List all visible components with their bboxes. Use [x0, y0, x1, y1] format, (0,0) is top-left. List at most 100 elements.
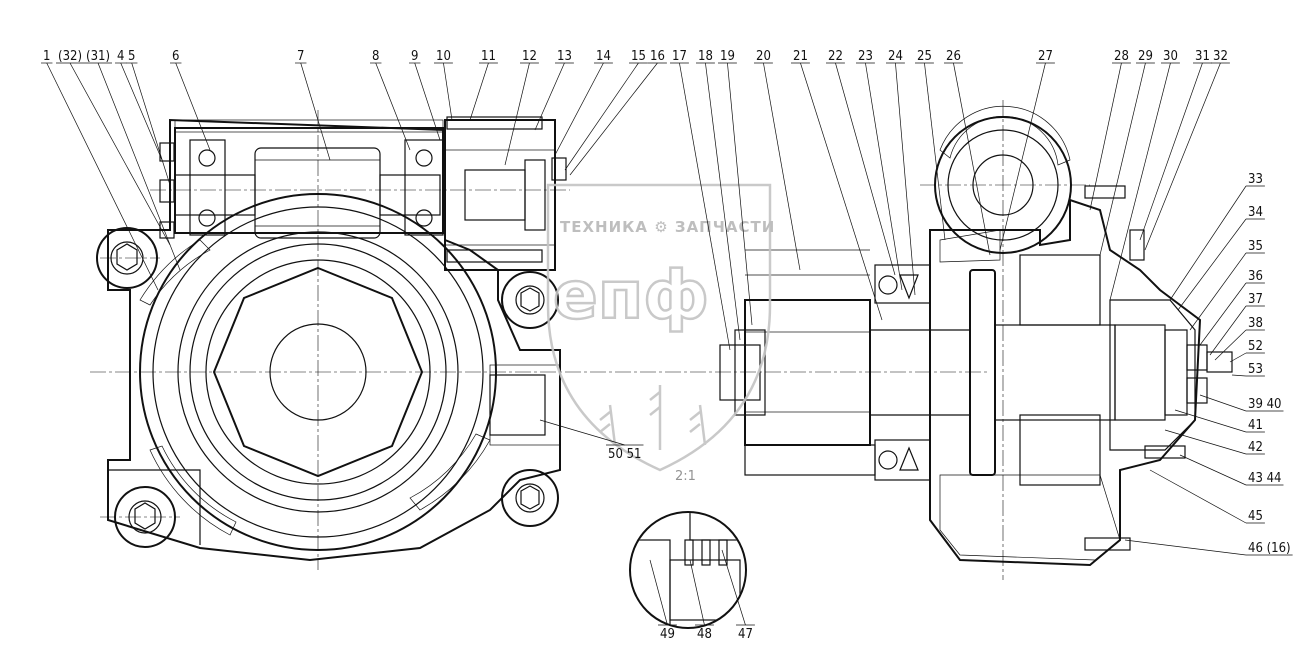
callout-c35: 35	[1189, 239, 1265, 331]
callout-label: 14	[596, 49, 611, 64]
callout-leader	[375, 62, 411, 151]
callout-label: 26	[946, 49, 961, 64]
callout-c37: 37	[1209, 292, 1265, 356]
callout-label: 7	[297, 49, 304, 64]
callout-c3940: 39 40	[1199, 394, 1284, 412]
callout-label: 33	[1248, 172, 1263, 187]
callout-leader	[763, 62, 801, 271]
callout-label: 16	[650, 49, 665, 64]
callout-label: 25	[917, 49, 932, 64]
callout-c1: 1	[41, 49, 159, 291]
callout-c6: 6	[170, 49, 211, 151]
callout-c45: 45	[1149, 469, 1265, 524]
callout-label: 18	[698, 49, 713, 64]
callout-label: 30	[1163, 49, 1178, 64]
callout-label: 36	[1248, 269, 1263, 284]
callout-label: 49	[660, 627, 675, 642]
callout-leader	[800, 62, 883, 321]
callout-c41: 41	[1174, 409, 1265, 433]
watermark-brand: ТЕХНИКА ⚙ ЗАПЧАСТИ	[560, 218, 775, 236]
callout-c15: 15	[564, 49, 648, 171]
callout-label: 17	[672, 49, 687, 64]
callout-c31: 31	[1139, 49, 1212, 241]
callout-c32: 32	[1144, 49, 1230, 251]
callout-c24: 24	[886, 49, 916, 296]
callout-label: 38	[1248, 316, 1263, 331]
callout-label: 43 44	[1248, 471, 1281, 486]
callout-c13: 13	[534, 49, 574, 131]
callout-c52: 52	[1229, 339, 1265, 363]
callout-label: (32)	[58, 49, 82, 64]
callout-c26: 26	[944, 49, 991, 256]
callout-leader	[469, 62, 489, 121]
callout-label: 8	[372, 49, 379, 64]
callout-leader	[1089, 62, 1122, 211]
callout-c23: 23	[856, 49, 903, 291]
callout-c34: 34	[1177, 205, 1265, 311]
callout-c30: 30	[1109, 49, 1180, 301]
output-shaft	[719, 249, 971, 481]
callout-leader	[69, 62, 171, 246]
callout-c27: 27	[999, 49, 1055, 251]
callout-leader	[835, 62, 896, 276]
callout-leader	[1144, 62, 1221, 251]
callout-c8: 8	[370, 49, 411, 151]
callout-c46: 46 (16)	[1124, 539, 1293, 556]
callout-label: 15	[631, 49, 646, 64]
callout-label: 48	[697, 627, 712, 642]
callout-c36: 36	[1199, 269, 1265, 346]
callout-label: 37	[1248, 292, 1263, 307]
callout-leader	[504, 62, 530, 166]
callout-leader	[564, 62, 639, 171]
callout-leader	[924, 62, 946, 241]
callout-c5051: 50 51	[539, 419, 644, 462]
callout-leader	[414, 62, 441, 141]
callout-leader	[1179, 454, 1247, 486]
callout-leader	[895, 62, 916, 296]
callout-label: 32	[1213, 49, 1228, 64]
callout-c38: 38	[1214, 316, 1265, 361]
callout-c31a: (31)	[84, 49, 181, 271]
callout-leader	[1199, 394, 1247, 412]
callout-leader	[1099, 62, 1146, 256]
callout-label: 45	[1248, 509, 1263, 524]
watermark: ТЕХНИКА ⚙ ЗАПЧАСТИ епф 2:1	[546, 183, 775, 484]
callout-label: 13	[557, 49, 572, 64]
callout-c42: 42	[1164, 429, 1265, 455]
clutch-housing	[920, 100, 1233, 580]
callout-leader	[1124, 539, 1247, 556]
right-bearing	[404, 139, 444, 236]
callout-label: 42	[1248, 440, 1263, 455]
wheat-icon	[599, 385, 707, 450]
callout-leader	[721, 549, 746, 626]
callout-c17: 17	[670, 49, 731, 351]
callout-leader	[175, 62, 211, 151]
callout-label: 50 51	[608, 447, 641, 462]
callout-c18: 18	[696, 49, 741, 341]
callout-leader	[131, 62, 171, 186]
callout-leader	[300, 62, 331, 161]
callout-label: 5	[128, 49, 135, 64]
callout-leader	[1231, 374, 1247, 377]
callout-leader	[443, 62, 453, 121]
callout-leader	[649, 559, 668, 626]
callout-c20: 20	[754, 49, 801, 271]
callout-leader	[865, 62, 903, 291]
callout-leader	[1214, 329, 1247, 361]
callout-leader	[1164, 429, 1247, 455]
callout-label: 4	[117, 49, 124, 64]
callout-leader	[120, 62, 163, 161]
callout-c48: 48	[689, 559, 714, 642]
callout-leader	[1189, 252, 1247, 331]
callout-label: 35	[1248, 239, 1263, 254]
callout-leader	[569, 62, 658, 176]
callout-c10: 10	[434, 49, 453, 121]
callout-label: 46 (16)	[1248, 541, 1291, 556]
callout-c49: 49	[649, 559, 677, 642]
callout-label: 19	[720, 49, 735, 64]
callout-leader	[554, 62, 604, 156]
callout-c22: 22	[826, 49, 896, 276]
callout-leader	[534, 62, 565, 131]
callout-leader	[97, 62, 181, 271]
callout-c14: 14	[554, 49, 613, 156]
